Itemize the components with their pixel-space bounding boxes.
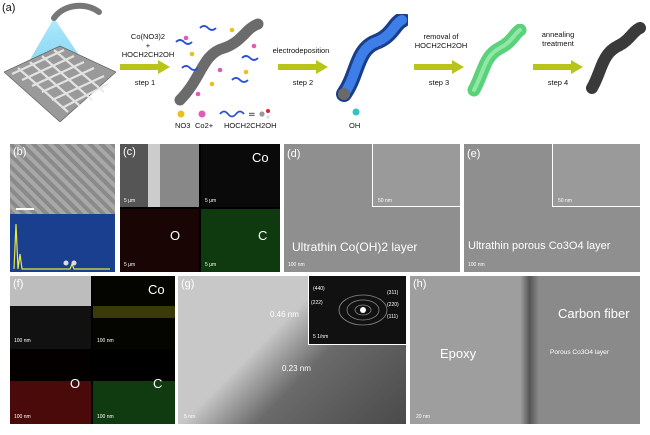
saed-inset: (440) (222) (311) (220) (111) 5 1/nm — [308, 276, 406, 345]
reagent-cobalt-nitrate: Co(NO3)2 — [130, 32, 166, 41]
legend-no3: NO3 — [175, 121, 191, 130]
f-scale-3: 100 nm — [14, 414, 31, 420]
step-4-label: step 4 — [547, 78, 569, 87]
oh-icon — [352, 108, 360, 116]
saed-111: (111) — [387, 314, 398, 320]
saed-220: (220) — [387, 302, 399, 308]
legend-glycol: HOCH2CH2OH — [224, 121, 277, 130]
annealed-fiber — [586, 22, 646, 94]
c-scale-2: 5 μm — [205, 198, 217, 204]
panel-b: (b) — [10, 144, 115, 272]
d-inset-scale: 50 nm — [378, 198, 392, 204]
panel-e-label: (e) — [467, 148, 481, 160]
eds-peaks — [13, 223, 110, 270]
c-co-tile — [201, 144, 280, 207]
panel-g: (g) (440) (222) (311) (220) (111) 5 1/nm… — [178, 276, 406, 424]
carbon-cloth-illustration — [4, 2, 116, 123]
panel-f-label: (f) — [13, 278, 24, 290]
panel-a: (a) Co(NO3)2 + HOCH2CH2OH step 1 — [0, 0, 650, 140]
f-c-text: C — [153, 376, 163, 391]
panel-e: (e) 50 nm Ultrathin porous Co3O4 layer 1… — [464, 144, 640, 272]
reagent-plus: + — [145, 41, 151, 50]
h-layer: Porous Co3O4 layer — [550, 349, 609, 356]
legend-co: Co2+ — [195, 121, 214, 130]
f-c-tile — [93, 351, 175, 424]
f-scale-4: 100 nm — [97, 414, 114, 420]
green-fiber — [467, 24, 527, 97]
panel-a-label: (a) — [2, 2, 16, 14]
h-carbon-fiber: Carbon fiber — [558, 306, 630, 321]
c-sem-tile — [120, 144, 199, 207]
panel-b-label: (b) — [13, 146, 27, 158]
h-scale: 20 nm — [416, 414, 430, 420]
f-co-text: Co — [148, 282, 165, 297]
step-2-process: electrodeposition — [272, 46, 330, 55]
c-scale-1: 5 μm — [124, 198, 136, 204]
f-o-text: O — [70, 376, 81, 391]
legend-oh: OH — [349, 121, 361, 130]
panel-h: (h) Carbon fiber Epoxy Porous Co3O4 laye… — [410, 276, 640, 424]
saed-scale: 5 1/nm — [313, 334, 329, 340]
step-3-arrow — [414, 60, 464, 74]
f-scale-2: 100 nm — [97, 338, 114, 344]
e-inset-scale: 50 nm — [558, 198, 572, 204]
g-scale: 5 nm — [184, 414, 196, 420]
panel-f: (f) Co O C 100 nm 100 nm 100 nm 100 nm — [10, 276, 175, 424]
saed-rings — [338, 294, 388, 326]
step-4-line-1: annealing — [541, 30, 575, 39]
e-caption: Ultrathin porous Co3O4 layer — [468, 240, 611, 252]
step-3-line-2: HOCH2CH2OH — [414, 41, 468, 50]
panel-c: (c) Co O C 5 μm 5 μm 5 μm 5 μm — [120, 144, 280, 272]
step-1-arrow — [120, 60, 170, 74]
panel-b-scalebar — [16, 208, 34, 210]
d-inset — [372, 144, 460, 207]
f-co-tile — [93, 276, 175, 349]
step-4-line-2: treatment — [542, 39, 574, 48]
step-2-label: step 2 — [292, 78, 314, 87]
panel-c-label: (c) — [123, 146, 136, 158]
c-co-text: Co — [252, 150, 269, 165]
panel-d: (d) 50 nm Ultrathin Co(OH)2 layer 100 nm — [284, 144, 460, 272]
saed-222: (222) — [311, 300, 323, 306]
co-ion-icon — [198, 110, 206, 118]
f-o-tile — [10, 351, 91, 424]
svg-text:=: = — [248, 110, 256, 120]
panel-d-label: (d) — [287, 148, 301, 160]
panel-g-label: (g) — [181, 278, 195, 290]
saed-440: (440) — [313, 286, 325, 292]
d-scale: 100 nm — [288, 262, 305, 268]
reagent-formula: Co(NO3)2 + HOCH2CH2OH — [113, 32, 183, 59]
step-3-line-1: removal of — [423, 32, 459, 41]
step-3-label: step 3 — [428, 78, 450, 87]
lattice-d2: 0.23 nm — [282, 364, 311, 373]
c-o-tile — [120, 209, 199, 272]
f-scale-1: 100 nm — [14, 338, 31, 344]
nanosheet-fiber — [336, 14, 408, 102]
f-stem-tile — [10, 276, 91, 349]
saed-311: (311) — [387, 290, 399, 296]
step-2-arrow — [278, 60, 328, 74]
step-4-arrow — [533, 60, 583, 74]
c-c-text: C — [258, 228, 268, 243]
panel-h-label: (h) — [413, 278, 427, 290]
glycol-icon: = — [219, 109, 270, 120]
no3-icon — [177, 110, 185, 118]
fiber-with-ions — [174, 18, 264, 106]
c-c-tile — [201, 209, 280, 272]
eds-spectrum — [10, 214, 115, 272]
step-3-process: removal of HOCH2CH2OH — [406, 32, 476, 50]
h-epoxy: Epoxy — [440, 346, 477, 361]
lattice-d1: 0.46 nm — [270, 310, 299, 319]
step-4-process: annealing treatment — [528, 30, 588, 48]
step-1-label: step 1 — [134, 78, 156, 87]
e-scale: 100 nm — [468, 262, 485, 268]
sem-cloth-image — [10, 144, 115, 214]
e-inset — [552, 144, 640, 207]
c-scale-3: 5 μm — [124, 262, 136, 268]
c-scale-4: 5 μm — [205, 262, 217, 268]
reagent-glycol: HOCH2CH2OH — [121, 50, 175, 59]
c-o-text: O — [170, 228, 181, 243]
d-caption: Ultrathin Co(OH)2 layer — [292, 240, 418, 254]
